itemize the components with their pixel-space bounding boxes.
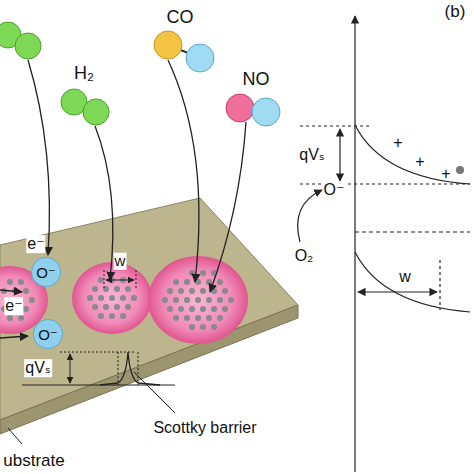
catalyst-dot [125,286,131,292]
band-diagram [298,16,470,472]
ion-label: O⁻ [36,265,56,280]
width-label: w [398,268,412,286]
catalyst-dot [217,297,223,303]
h2-molecule [61,89,109,125]
catalyst-dot [23,288,29,294]
catalyst-dot [211,288,217,294]
charge-sign: + [414,153,425,171]
catalyst-dot [98,277,104,283]
gas-name: O₂ [294,247,315,265]
catalyst-dot [114,286,120,292]
catalyst-dot [173,315,179,321]
h2-molecule-left [0,22,41,59]
electron-label: e⁻ [26,235,45,253]
catalyst-dot [211,306,217,312]
catalyst-dot [98,295,104,301]
catalyst-dot [92,286,98,292]
catalyst-dot [200,270,206,276]
ion-circle: O⁻ [33,319,63,349]
catalyst-dot [173,279,179,285]
substrate-label: ubstrate [2,452,65,471]
catalyst-dot [195,279,201,285]
catalyst-dot [7,315,13,321]
catalyst-dot [125,304,131,310]
catalyst-dot [189,270,195,276]
catalyst-dot [200,324,206,330]
catalyst-dot [195,297,201,303]
catalyst-dot [103,304,109,310]
width-label: w [114,253,127,270]
charge-sign: + [440,165,451,183]
catalyst-dot [189,324,195,330]
catalyst-dot [184,315,190,321]
catalyst-dot [98,313,104,319]
catalyst-dot [211,324,217,330]
catalyst-dot [120,295,126,301]
catalyst-dot [206,315,212,321]
catalyst-dot [184,279,190,285]
catalyst-dot [206,297,212,303]
panel-label: (b) [444,3,467,22]
ion-label: O⁻ [38,327,58,342]
catalyst-dot [195,315,201,321]
catalyst-dot [189,306,195,312]
barrier-height: qVₛ [298,146,326,164]
catalyst-dot [217,279,223,285]
catalyst-dot [167,288,173,294]
catalyst-dot [120,313,126,319]
catalyst-dot [167,306,173,312]
catalyst-dot [200,306,206,312]
catalyst-dot [217,315,223,321]
catalyst-dot [222,306,228,312]
catalyst-dot [189,288,195,294]
co-molecule [154,31,214,72]
substrate-edge [0,305,298,434]
ion-label: O⁻ [323,181,346,199]
electron-dot [456,166,464,174]
ion-circle: O⁻ [31,257,61,287]
catalyst-dot [92,304,98,310]
catalyst-dot [18,315,24,321]
barrier-sketch [8,352,175,444]
adsorption-arrows [0,60,246,338]
catalyst-dot [206,279,212,285]
catalyst-dot [7,279,13,285]
catalyst-dot [87,295,93,301]
catalyst-dot [162,297,168,303]
catalyst-dot [173,297,179,303]
gas-name: CO [166,8,195,28]
catalyst-dot [184,297,190,303]
catalyst-dot [131,295,137,301]
catalyst-dot [200,288,206,294]
catalyst-dot [228,297,234,303]
catalyst-dot [29,297,35,303]
electron-label: e⁻ [4,297,23,315]
gas-name: H₂ [73,64,95,84]
catalyst-dot [18,279,24,285]
barrier-height: qVₛ [24,359,52,377]
catalyst-dot [23,306,29,312]
charge-sign: + [392,134,403,152]
catalyst-dot [178,288,184,294]
barrier-label: Scottky barrier [152,419,257,437]
catalyst-dot [109,313,115,319]
catalyst-dot [114,304,120,310]
gas-name: NO [242,70,271,90]
w-marker [104,270,136,290]
catalyst-dot [109,295,115,301]
no-molecule [226,94,280,126]
catalyst-dot [222,288,228,294]
catalyst-dot [178,306,184,312]
